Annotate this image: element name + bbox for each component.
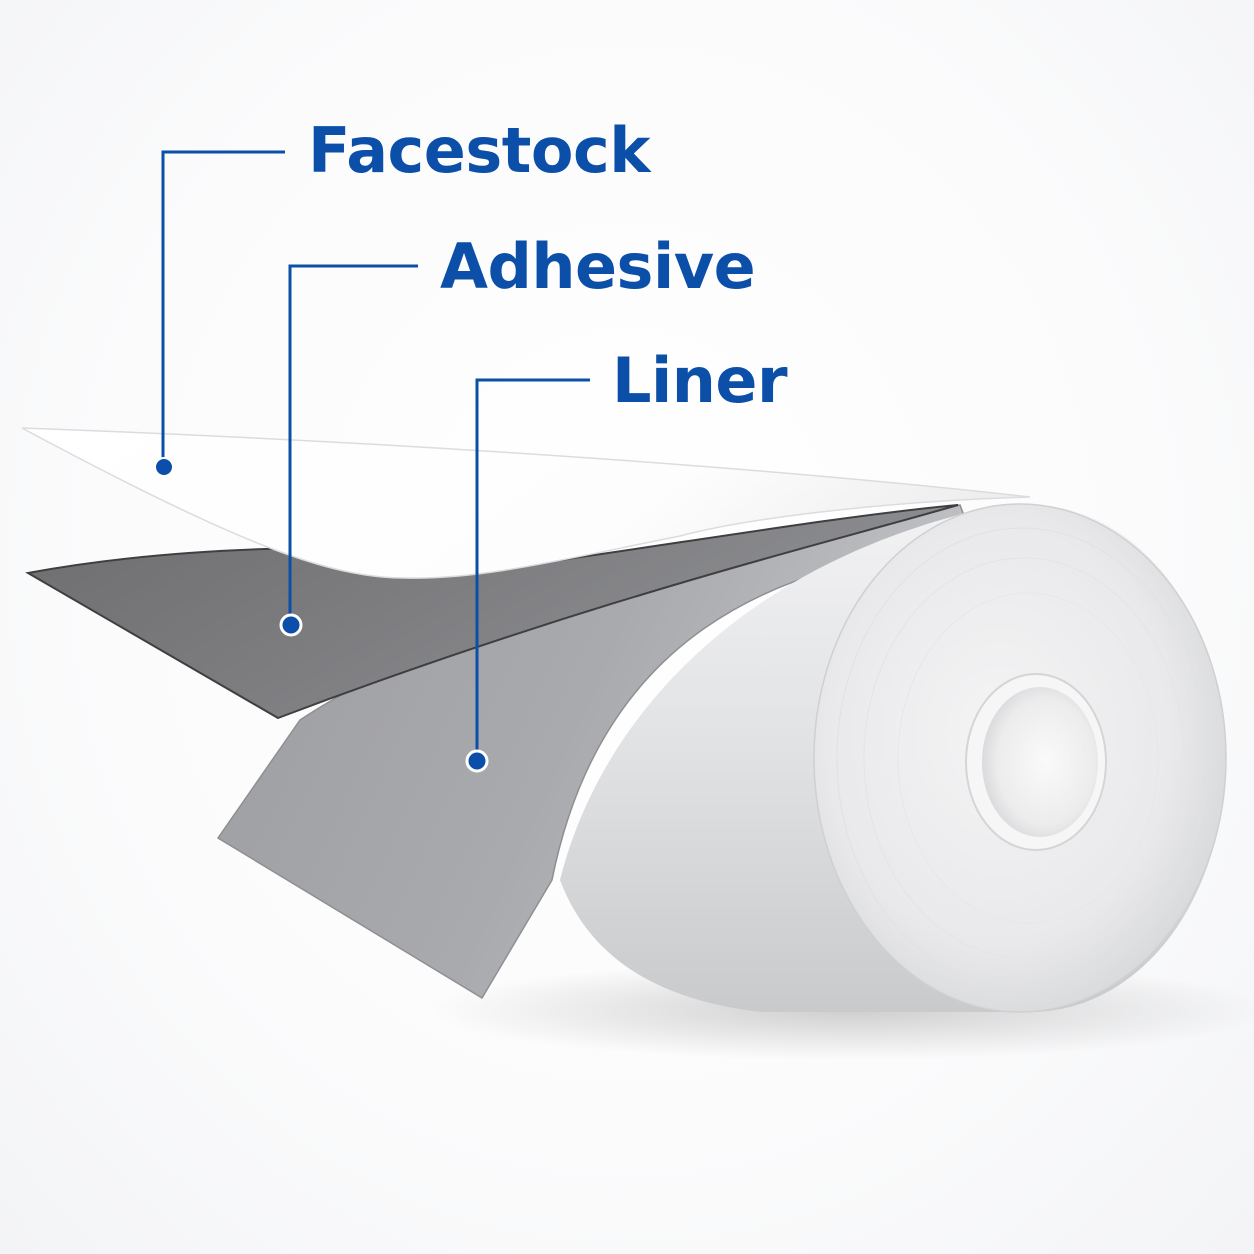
facestock-sheet — [21, 427, 1031, 579]
roll-winding — [836, 527, 1208, 989]
facestock-label: Facestock — [308, 114, 650, 187]
liner-leader-line — [475, 378, 590, 760]
facestock-leader-line — [161, 150, 285, 466]
liner-callout-dot — [465, 749, 489, 773]
roll-winding — [863, 557, 1185, 959]
adhesive-leader-line — [288, 264, 418, 624]
liner-label: Liner — [612, 344, 788, 417]
adhesive-label: Adhesive — [440, 230, 756, 303]
roll-winding — [897, 592, 1159, 924]
roll-core-hole — [982, 687, 1098, 837]
adhesive-callout-dot — [279, 613, 303, 637]
facestock-callout-dot — [154, 457, 174, 477]
